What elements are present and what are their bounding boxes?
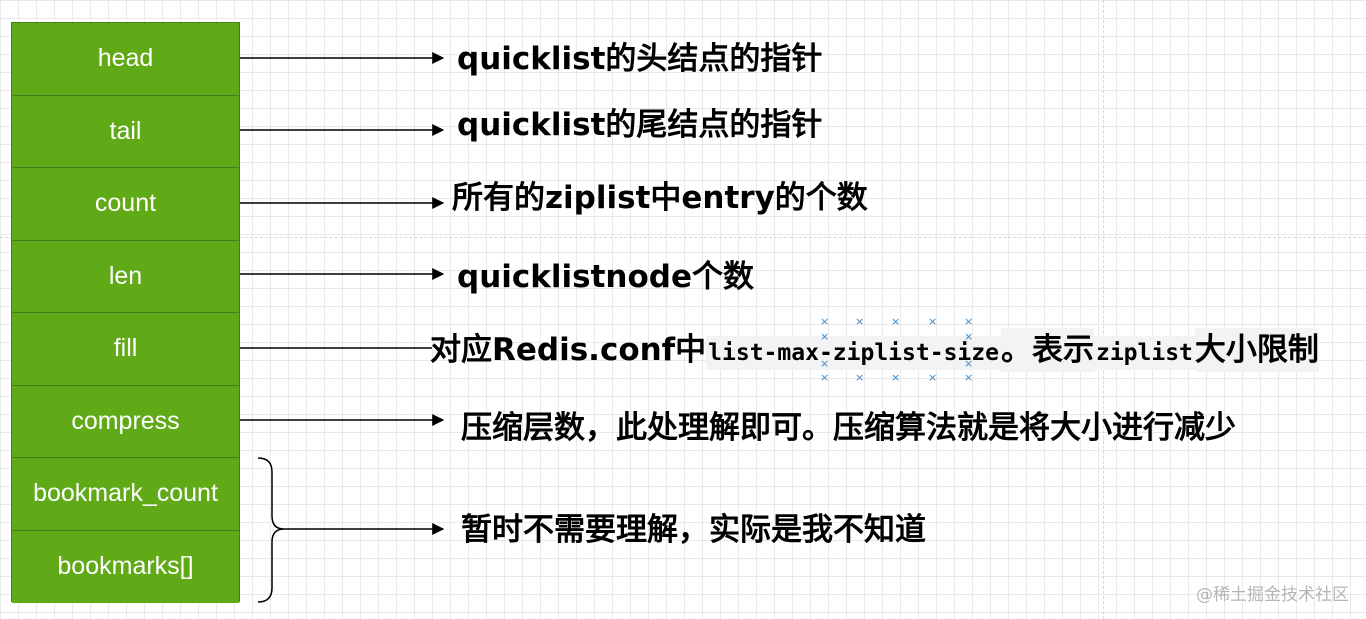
watermark: @稀土掘金技术社区 [1196, 585, 1349, 605]
quicklist-struct: head tail count len fill compress bookma… [11, 22, 240, 603]
field-fill: fill [12, 313, 239, 386]
bookmark-brace [257, 457, 285, 603]
selection-handle-icon: × [964, 315, 974, 328]
desc-compress: 压缩层数，此处理解即可。压缩算法就是将大小进行减少 [461, 410, 1236, 446]
field-bookmark-count: bookmark_count [12, 458, 239, 531]
desc-count: 所有的ziplist中entry的个数 [452, 180, 868, 216]
selection-handle-icon: × [820, 330, 830, 343]
selection-handle-icon: × [964, 330, 974, 343]
desc-fill-suffix: 。表示 [1000, 328, 1094, 372]
selection-handle-icon: × [820, 315, 830, 328]
field-bookmarks: bookmarks[] [12, 530, 239, 603]
selection-handle-icon: × [820, 357, 830, 370]
field-tail: tail [12, 95, 239, 168]
desc-len: quicklistnode个数 [457, 259, 754, 295]
selection-handle-icon: × [964, 371, 974, 384]
desc-fill-prefix: 对应Redis.conf中 [430, 332, 707, 368]
selection-handle-icon: × [964, 357, 974, 370]
field-len: len [12, 240, 239, 313]
desc-fill-tail: 大小限制 [1194, 328, 1319, 372]
selection-handle-icon: × [855, 371, 865, 384]
desc-fill-code2: ziplist [1093, 336, 1195, 370]
guide-line-vertical [1103, 0, 1104, 619]
selection-handle-icon: × [891, 315, 901, 328]
desc-fill: 对应Redis.conf中list-max-ziplist-size。表示zip… [430, 328, 1319, 372]
selection-handle-icon: × [928, 371, 938, 384]
desc-tail: quicklist的尾结点的指针 [457, 107, 823, 143]
desc-bookmarks: 暂时不需要理解，实际是我不知道 [461, 512, 926, 548]
desc-head: quicklist的头结点的指针 [457, 41, 823, 77]
field-count: count [12, 168, 239, 241]
guide-line-horizontal [0, 237, 1366, 238]
selection-handle-icon: × [891, 371, 901, 384]
selection-handle-icon: × [855, 315, 865, 328]
field-compress: compress [12, 385, 239, 458]
field-head: head [12, 23, 239, 96]
selection-handle-icon: × [820, 371, 830, 384]
selection-handle-icon: × [928, 315, 938, 328]
desc-fill-code: list-max-ziplist-size [706, 336, 1001, 370]
